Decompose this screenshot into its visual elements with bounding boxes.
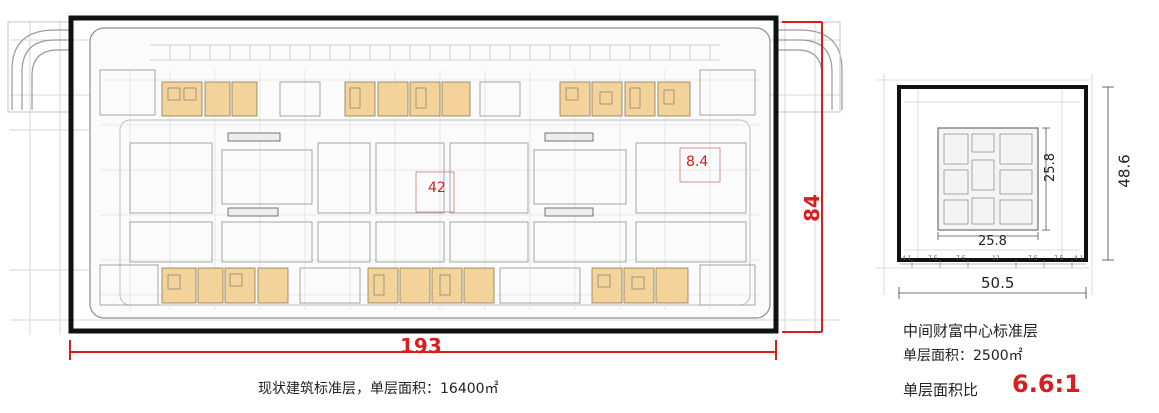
parking-row: [150, 44, 720, 61]
escalators: [227, 132, 594, 217]
span-dimension-label: 42: [428, 180, 446, 196]
tower-depth-dim-line: [1102, 86, 1114, 261]
shop-rooms: [99, 69, 756, 306]
tower-core-rooms: [943, 133, 1033, 225]
depth-dimension-label: 84: [799, 194, 824, 222]
tower-width-dim-line: [898, 287, 1087, 299]
bay-label-left: 4.1: [902, 255, 912, 262]
width-dimension-label: 193: [400, 334, 442, 358]
core-width-label: 25.8: [978, 234, 1007, 249]
ratio-value: 6.6:1: [1012, 370, 1081, 398]
bay-label-1: 7.5: [928, 255, 938, 262]
tower-title: 中间财富中心标准层: [903, 322, 1039, 340]
existing-plan-caption: 现状建筑标准层，单层面积：16400㎡: [258, 381, 499, 397]
tower-width-label: 50.5: [981, 274, 1015, 292]
tower-core: [937, 127, 1039, 231]
core-depth-label: 25.8: [1042, 153, 1058, 182]
core-details: [167, 87, 675, 296]
bay-label-right: 4.1: [1074, 255, 1084, 262]
bay-label-3: 7.5: [1028, 255, 1038, 262]
bay-ticks: [899, 260, 1086, 268]
tower-depth-label: 48.6: [1115, 154, 1134, 188]
bay-label-4: 7.5: [1054, 255, 1064, 262]
core-dim-lines: [937, 127, 1050, 240]
bay-dim-box: [679, 147, 721, 183]
ratio-label: 单层面积比: [903, 381, 979, 399]
bay-label-center: 12: [992, 255, 1000, 262]
existing-frame: [68, 15, 779, 334]
inner-outline: [119, 119, 751, 306]
cores-top: [161, 81, 691, 117]
tower-grid-lines: [876, 74, 1093, 295]
bay-label-2: 7.5: [956, 255, 966, 262]
tower-area: 单层面积：2500㎡: [903, 348, 1023, 364]
cores-bottom: [161, 267, 689, 304]
depth-dimension-line: [782, 21, 823, 333]
bay-dimension-label: 8.4: [686, 154, 709, 170]
tower-frame: [897, 85, 1088, 262]
span-dim-box: [415, 171, 455, 213]
width-dimension-line: [69, 340, 777, 360]
